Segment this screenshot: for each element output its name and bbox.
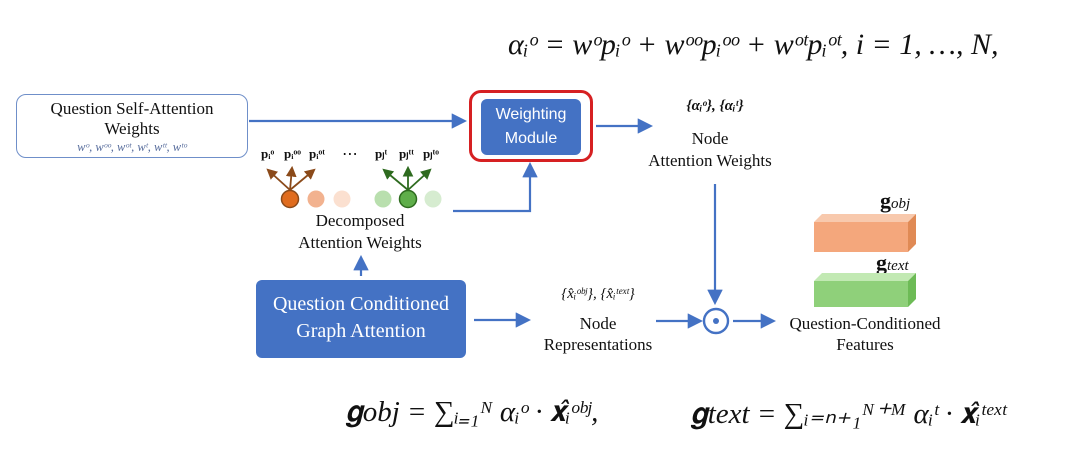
question-box-title-line1: Question Self-Attention bbox=[50, 99, 214, 118]
g-obj-bar bbox=[814, 214, 916, 252]
node-obj-3 bbox=[333, 190, 351, 208]
hadamard-operator bbox=[702, 307, 730, 335]
node-attention-line1: Node bbox=[691, 129, 729, 148]
node-text-2 bbox=[398, 189, 418, 209]
node-attention-symbols: {αᵢᵒ}, {αᵢᵗ} bbox=[686, 98, 744, 114]
node-text-3 bbox=[424, 190, 442, 208]
weighting-module-line1: Weighting bbox=[495, 106, 567, 123]
node-repr-line2: Representations bbox=[543, 335, 653, 354]
features-line2: Features bbox=[836, 335, 894, 354]
weighting-module-box: Weighting Module bbox=[481, 99, 581, 155]
g-text-formula: 𝐠text = ∑ᵢ₌ₙ₊₁ᴺ⁺ᴹ αᵢᵗ · 𝐱̂ᵢᵗᵉˣᵗ bbox=[690, 398, 1006, 430]
node-obj-2 bbox=[307, 190, 325, 208]
weighting-module-line2: Module bbox=[504, 130, 558, 147]
decomposed-line1: Decomposed bbox=[315, 211, 405, 230]
p-label-tt: pⱼᵗᵗ bbox=[399, 146, 415, 161]
g-text-label: gtext bbox=[876, 250, 909, 275]
node-obj-1 bbox=[280, 189, 300, 209]
p-label-t: pⱼᵗ bbox=[375, 146, 388, 161]
weighting-module-highlight bbox=[469, 90, 593, 162]
arrow-decomposed-to-weighting bbox=[453, 161, 538, 213]
node-attention-line2: Attention Weights bbox=[648, 151, 772, 170]
p-label-to: pⱼᵗᵒ bbox=[423, 146, 439, 161]
p-label-o: pᵢᵒ bbox=[261, 146, 275, 161]
qcga-line2: Graph Attention bbox=[296, 320, 426, 342]
question-self-attention-box: Question Self-Attention Weights wᵒ, wᵒᵒ,… bbox=[16, 94, 248, 158]
features-line1: Question-Conditioned bbox=[789, 314, 941, 333]
g-obj-label: gobj bbox=[880, 188, 911, 213]
question-box-title-line2: Weights bbox=[104, 119, 160, 138]
decomposed-line2: Attention Weights bbox=[298, 233, 422, 252]
qcga-line1: Question Conditioned bbox=[272, 293, 450, 315]
g-text-bar bbox=[814, 273, 916, 307]
p-label-ot: pᵢᵒᵗ bbox=[309, 146, 326, 161]
node-repr-line1: Node bbox=[579, 314, 617, 333]
alpha-formula: αᵢᵒ = wᵒpᵢᵒ + wᵒᵒpᵢᵒᵒ + wᵒᵗpᵢᵒᵗ, i = 1, … bbox=[508, 28, 999, 61]
p-label-dots: ⋯ bbox=[342, 144, 358, 163]
question-box-params: wᵒ, wᵒᵒ, wᵒᵗ, wᵗ, wᵗᵗ, wᵗᵒ bbox=[77, 140, 187, 154]
question-conditioned-graph-attention-box: Question Conditioned Graph Attention bbox=[256, 280, 466, 358]
node-repr-symbols: {x̂ᵢᵒᵇʲ}, {x̂ᵢᵗᵉˣᵗ} bbox=[561, 286, 635, 302]
node-text-1 bbox=[374, 190, 392, 208]
g-obj-formula: 𝐠obj = ∑ᵢ₌₁ᴺ αᵢᵒ · 𝐱̂ᵢᵒᵇʲ, bbox=[345, 396, 599, 428]
p-label-oo: pᵢᵒᵒ bbox=[284, 146, 301, 161]
